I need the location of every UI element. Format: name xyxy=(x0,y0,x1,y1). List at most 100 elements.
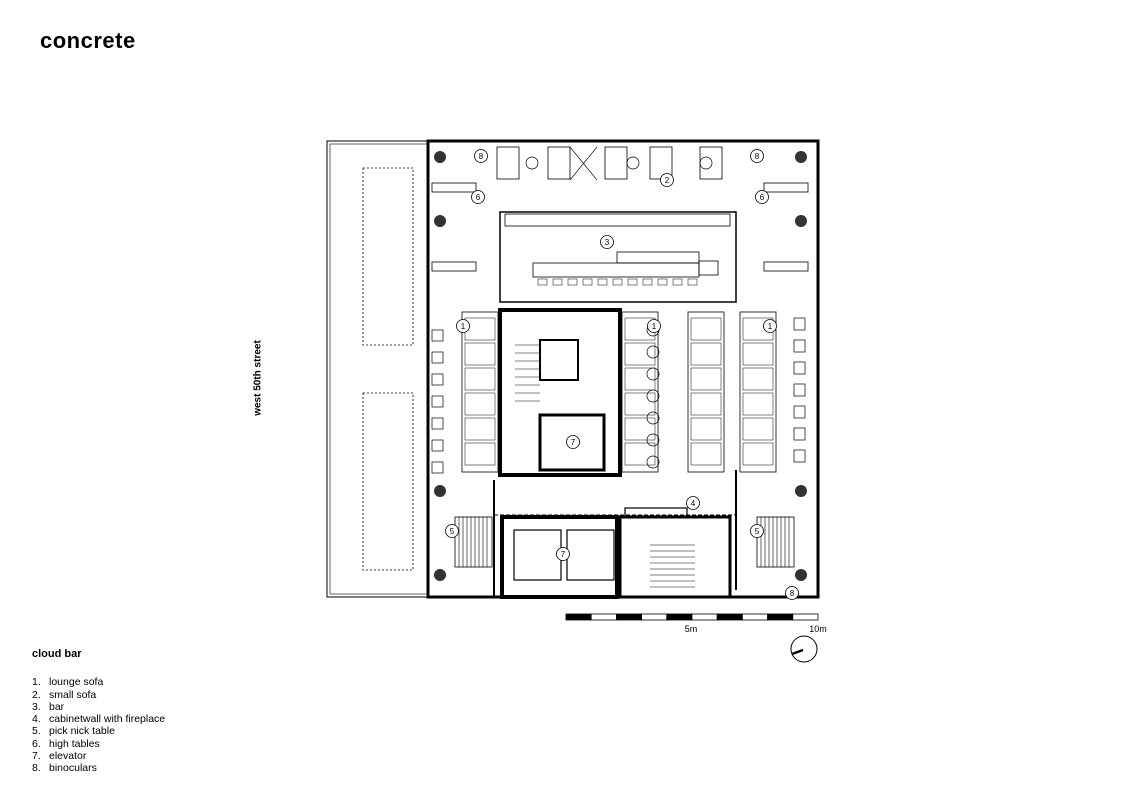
bar-stool xyxy=(687,278,698,286)
bar-stool xyxy=(657,278,668,286)
marker-label: 4 xyxy=(691,499,696,508)
marker-circle xyxy=(750,524,764,538)
sofa-cushion xyxy=(742,442,774,466)
fireplace-cabinet xyxy=(624,507,688,517)
scale-bar-segment xyxy=(666,613,693,621)
lower-core xyxy=(500,515,619,599)
legend-label: high tables xyxy=(49,737,100,750)
sofa-cushion xyxy=(464,442,496,466)
marker-label: 2 xyxy=(665,176,670,185)
bar-stool xyxy=(672,278,683,286)
sofa-cushion xyxy=(464,392,496,416)
plant-icon xyxy=(434,485,446,497)
side-table xyxy=(431,329,444,342)
plant-icon xyxy=(795,215,807,227)
small-sofa xyxy=(604,146,628,180)
legend-label: lounge sofa xyxy=(49,676,104,689)
round-table xyxy=(646,345,660,359)
sofa-cushion xyxy=(624,417,656,441)
side-table xyxy=(793,383,806,397)
scale-bar-segment xyxy=(767,613,794,621)
bar-stool xyxy=(642,278,653,286)
bar-enclosure xyxy=(499,211,737,303)
scale-bar-segment xyxy=(616,613,643,621)
legend-label: cabinetwall with fireplace xyxy=(49,713,166,726)
legend-label: bar xyxy=(49,700,65,713)
marker-circle xyxy=(600,235,614,249)
elevator-shaft xyxy=(538,413,606,472)
bar-stool xyxy=(612,278,623,286)
sofa-cushion xyxy=(690,342,722,366)
high-table xyxy=(763,182,809,193)
legend-item: 8.binoculars xyxy=(32,762,165,774)
coffee-table xyxy=(626,156,640,170)
scale-label-10m: 10m xyxy=(809,624,827,634)
coffee-table xyxy=(699,156,713,170)
marker-label: 1 xyxy=(652,322,657,331)
sidewalk-inner xyxy=(329,143,428,595)
sofa-cushion xyxy=(624,367,656,391)
sofa-cushion xyxy=(464,317,496,341)
legend-number: 7. xyxy=(32,750,41,763)
side-table xyxy=(431,351,444,364)
bar-stool xyxy=(597,278,608,286)
bar-counter xyxy=(532,262,700,278)
sofa-cushion xyxy=(690,317,722,341)
side-table xyxy=(431,373,444,386)
small-sofa xyxy=(699,146,723,180)
marker-label: 6 xyxy=(476,193,481,202)
marker-circle xyxy=(686,496,700,510)
legend-item: 3.bar xyxy=(32,701,165,713)
legend-item: 1.lounge sofa xyxy=(32,676,165,688)
side-table xyxy=(793,339,806,353)
scale-bar-segment xyxy=(691,613,718,621)
marker-label: 5 xyxy=(755,527,760,536)
planter-dotted xyxy=(362,392,414,571)
side-table xyxy=(431,417,444,430)
plant-icon xyxy=(795,485,807,497)
side-table xyxy=(793,317,806,331)
sofa-cushion xyxy=(464,367,496,391)
bar-stool xyxy=(552,278,563,286)
coffee-table xyxy=(525,156,539,170)
sofa-cushion xyxy=(624,342,656,366)
marker-circle xyxy=(445,524,459,538)
lounge-sofa xyxy=(739,311,777,473)
bar-station xyxy=(616,251,700,264)
sidewalk xyxy=(326,140,428,598)
scale-bar-segment xyxy=(590,613,617,621)
side-table xyxy=(431,395,444,408)
legend-item: 5.pick nick table xyxy=(32,725,165,737)
sofa-cushion xyxy=(624,392,656,416)
marker-circle xyxy=(750,149,764,163)
plant-icon xyxy=(434,569,446,581)
lounge-sofa xyxy=(687,311,725,473)
scale-label-5m: 5m xyxy=(684,624,698,634)
side-table xyxy=(793,405,806,419)
marker-circle xyxy=(647,319,661,333)
north-arrow-pointer xyxy=(791,648,804,656)
bar-stool xyxy=(537,278,548,286)
high-table xyxy=(431,182,477,193)
marker-label: 8 xyxy=(790,589,795,598)
legend-item: 7.elevator xyxy=(32,750,165,762)
marker-label: 1 xyxy=(768,322,773,331)
marker-label: 6 xyxy=(760,193,765,202)
plant-icon xyxy=(434,215,446,227)
lounge-sofa xyxy=(461,311,499,473)
plant-icon xyxy=(795,151,807,163)
sofa-cushion xyxy=(690,417,722,441)
legend-number: 6. xyxy=(32,737,41,750)
marker-label: 3 xyxy=(605,238,610,247)
marker-circle xyxy=(763,319,777,333)
scale-bar-segment xyxy=(792,613,819,621)
round-table xyxy=(646,367,660,381)
stair-core xyxy=(498,308,622,477)
side-table xyxy=(793,449,806,463)
sofa-cushion xyxy=(690,367,722,391)
legend-item: 6. high tables xyxy=(32,738,165,750)
bar-stool xyxy=(627,278,638,286)
marker-label: 5 xyxy=(450,527,455,536)
